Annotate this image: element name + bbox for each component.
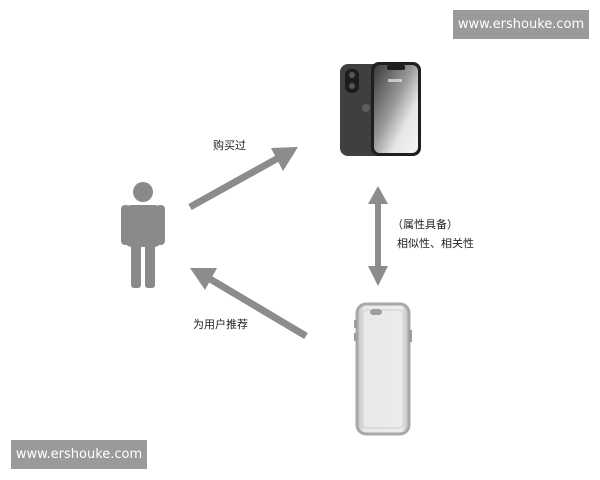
phone-case-image (354, 302, 412, 436)
purchase-arrow (188, 147, 298, 211)
label-attribute-detail: 相似性、相关性 (397, 237, 474, 250)
label-recommend: 为用户推荐 (193, 318, 248, 331)
smartphone-image (340, 62, 421, 156)
watermark-top: www.ershouke.com (453, 10, 589, 39)
similarity-double-arrow (368, 186, 388, 286)
person-icon (121, 182, 165, 288)
label-bought: 购买过 (213, 139, 246, 152)
watermark-bottom: www.ershouke.com (11, 440, 147, 469)
recommend-arrow (190, 268, 308, 340)
label-attribute-heading: （属性具备） (392, 218, 458, 231)
